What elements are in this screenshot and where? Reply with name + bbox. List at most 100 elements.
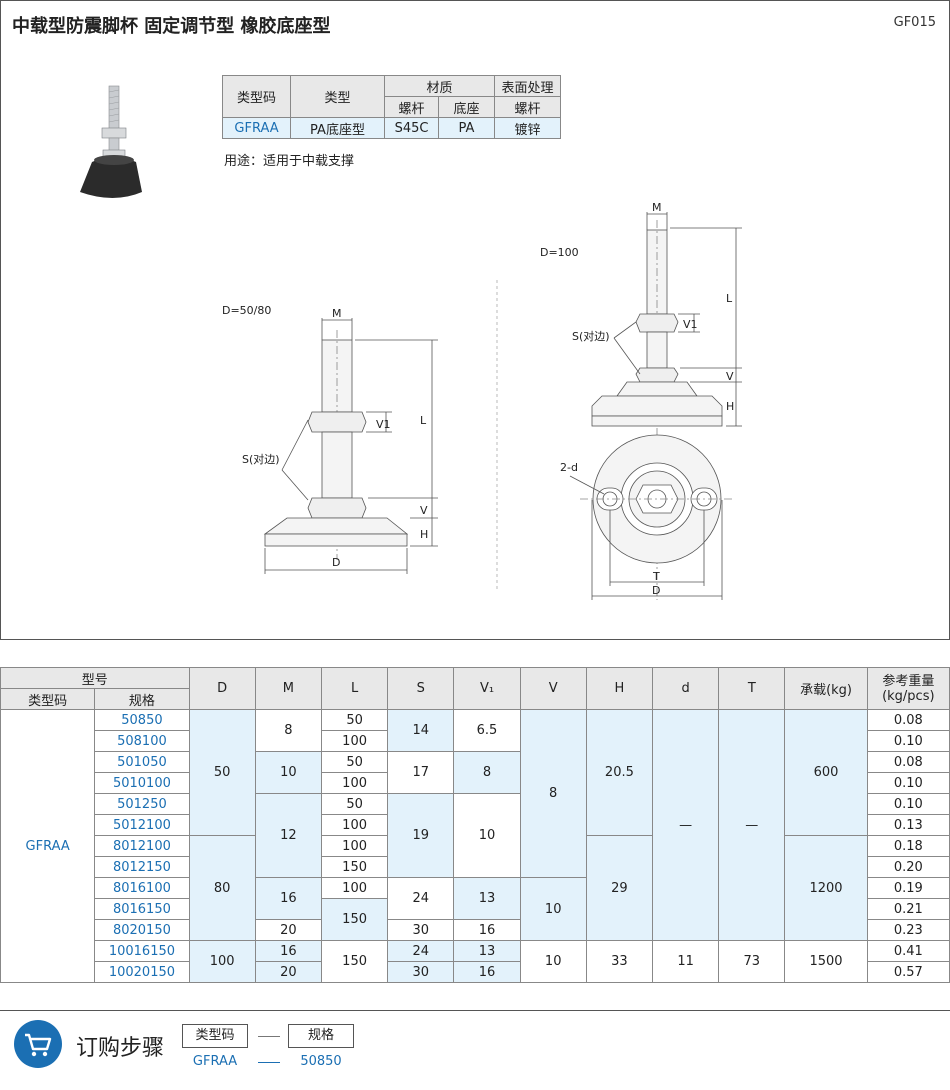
step-box-spec: 规格	[288, 1024, 354, 1048]
dim-l-right: L	[726, 292, 733, 305]
step-value-separator	[258, 1062, 280, 1063]
t-cell: —	[718, 709, 786, 941]
s-cell: 17	[387, 751, 455, 794]
weight-cell: 0.13	[866, 814, 950, 836]
size-cell: 10016150	[94, 940, 190, 962]
size-cell: 10020150	[94, 961, 190, 983]
dd-cell: —	[651, 709, 720, 941]
d-cell: 100	[188, 940, 256, 983]
m-cell: 16	[254, 940, 322, 962]
load-cell: 600	[784, 709, 868, 836]
size-cell: 50850	[94, 709, 190, 731]
l-cell: 50	[320, 751, 389, 773]
size-cell: 5012100	[94, 814, 190, 836]
step-value-spec: 50850	[300, 1054, 342, 1069]
material-table: 类型码 类型 材质 表面处理 螺杆 底座 螺杆 GFRAA PA底座型 S45C…	[222, 75, 561, 139]
mat-type: PA底座型	[290, 117, 385, 139]
spec-table: 型号 D M L S V₁ V H d T 承载(kg) 参考重量 (kg/pc…	[0, 667, 950, 983]
v-cell: 10	[519, 877, 587, 941]
m-cell: 20	[254, 961, 322, 983]
th-weight: 参考重量 (kg/pcs)	[866, 667, 950, 710]
weight-cell: 0.10	[866, 730, 950, 752]
weight-cell: 0.41	[866, 940, 950, 962]
dim-m-right: M	[652, 201, 662, 214]
d-cell: 80	[188, 835, 256, 941]
dim-v-left: V	[420, 504, 428, 517]
th-spec: 规格	[94, 688, 190, 710]
weight-cell: 0.18	[866, 835, 950, 857]
dim-t: T	[652, 570, 660, 583]
th-load: 承载(kg)	[784, 667, 868, 710]
dim-v1-left: V1	[376, 418, 391, 431]
mat-screw: S45C	[384, 117, 439, 139]
v-cell: 8	[519, 709, 587, 878]
l-cell: 100	[320, 772, 389, 794]
size-cell: 8020150	[94, 919, 190, 941]
weight-cell: 0.57	[866, 961, 950, 983]
v1-cell: 8	[453, 751, 521, 794]
s-cell: 24	[387, 940, 455, 962]
h-cell: 20.5	[585, 709, 654, 836]
v1-cell: 6.5	[453, 709, 521, 752]
mat-header-surface-screw: 螺杆	[494, 96, 561, 118]
mat-header-material: 材质	[384, 75, 495, 97]
th-v1: V₁	[453, 667, 521, 710]
l-cell: 100	[320, 877, 389, 899]
weight-cell: 0.08	[866, 709, 950, 731]
dim-d-left: D	[332, 556, 340, 569]
page-title: 中载型防震脚杯 固定调节型 橡胶底座型	[12, 16, 331, 37]
mat-header-type-code: 类型码	[222, 75, 291, 118]
weight-cell: 0.21	[866, 898, 950, 920]
th-t: T	[718, 667, 786, 710]
right-drawing-label: D=100	[540, 246, 579, 259]
th-h: H	[585, 667, 654, 710]
weight-cell: 0.10	[866, 793, 950, 815]
weight-cell: 0.19	[866, 877, 950, 899]
dim-s-right: S(对边)	[572, 329, 610, 343]
dim-l-left: L	[420, 414, 427, 427]
mat-surface: 镀锌	[494, 117, 561, 139]
dim-v-right: V	[726, 370, 734, 383]
product-photo	[80, 85, 142, 198]
v1-cell: 16	[453, 919, 521, 941]
dd-cell: 11	[651, 940, 720, 983]
th-l: L	[320, 667, 389, 710]
t-cell: 73	[718, 940, 786, 983]
size-cell: 501050	[94, 751, 190, 773]
dim-h-right: H	[726, 400, 734, 413]
h-cell: 29	[585, 835, 654, 941]
size-cell: 5010100	[94, 772, 190, 794]
order-panel	[0, 1010, 950, 1086]
mat-header-type: 类型	[290, 75, 385, 118]
step-separator	[258, 1036, 280, 1037]
mat-header-screw: 螺杆	[384, 96, 439, 118]
m-cell: 12	[254, 793, 322, 878]
s-cell: 30	[387, 919, 455, 941]
dim-d-right: D	[652, 584, 660, 597]
weight-cell: 0.10	[866, 772, 950, 794]
v1-cell: 13	[453, 877, 521, 920]
h-cell: 33	[585, 940, 654, 983]
size-cell: 8012150	[94, 856, 190, 878]
technical-drawing: D=50/80 M L V1 V H D S(对边) D=100 M L V1 …	[222, 201, 742, 600]
load-cell: 1200	[784, 835, 868, 941]
th-d: D	[188, 667, 256, 710]
l-cell: 50	[320, 709, 389, 731]
mat-type-code: GFRAA	[222, 117, 291, 139]
m-cell: 10	[254, 751, 322, 794]
size-cell: 8016100	[94, 877, 190, 899]
size-cell: 8012100	[94, 835, 190, 857]
step-box-type-code: 类型码	[182, 1024, 248, 1048]
dim-h-left: H	[420, 528, 428, 541]
m-cell: 20	[254, 919, 322, 941]
th-s: S	[387, 667, 455, 710]
l-cell: 100	[320, 730, 389, 752]
l-cell: 50	[320, 793, 389, 815]
m-cell: 8	[254, 709, 322, 752]
usage-text: 用途：适用于中载支撑	[224, 154, 355, 169]
type-code-cell: GFRAA	[0, 709, 96, 983]
v-cell: 10	[519, 940, 587, 983]
order-title: 订购步骤	[76, 1036, 165, 1061]
left-drawing-label: D=50/80	[222, 304, 271, 317]
size-cell: 508100	[94, 730, 190, 752]
